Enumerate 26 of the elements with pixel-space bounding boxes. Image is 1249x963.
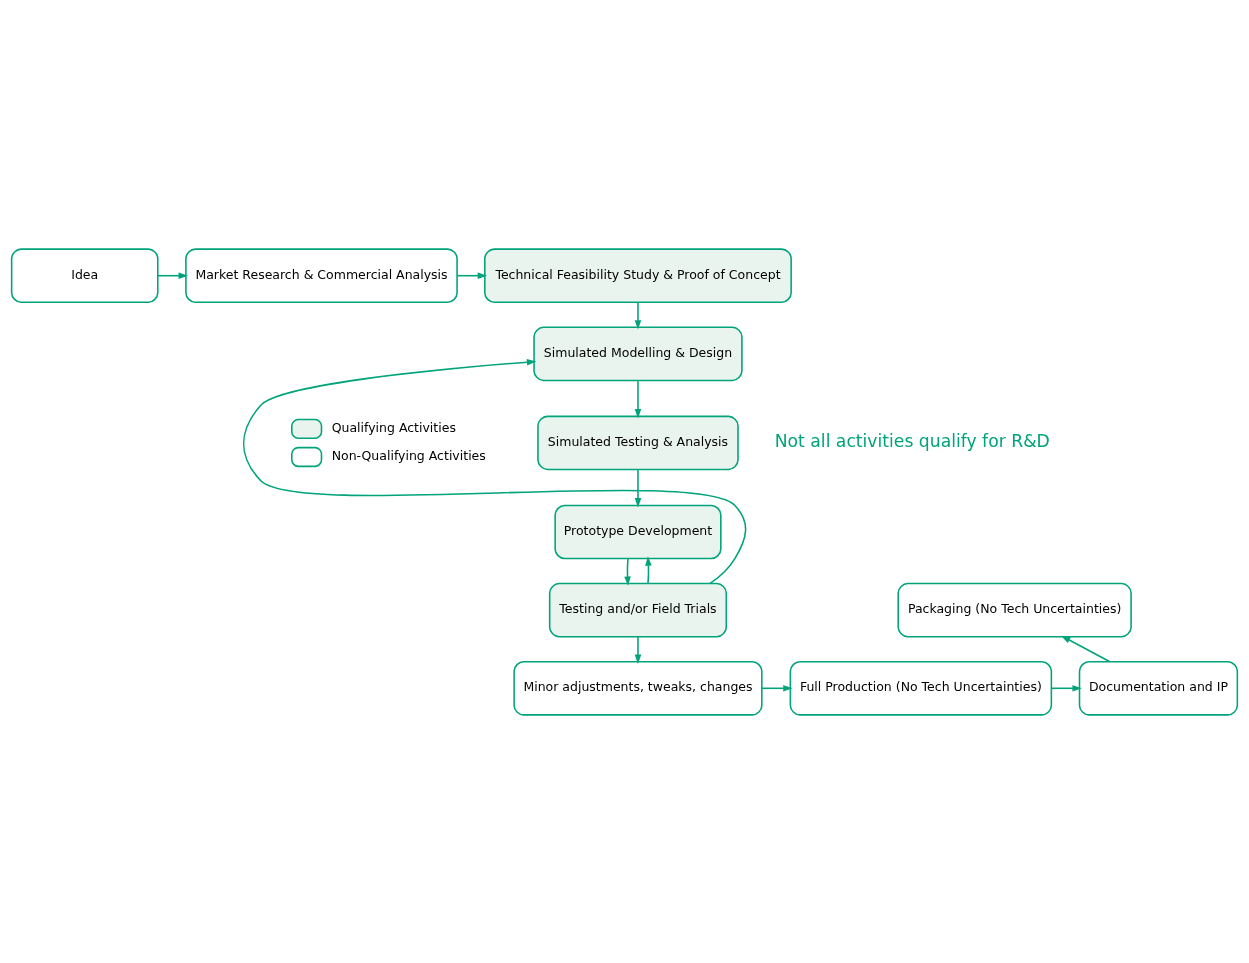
arrow <box>242 358 747 584</box>
arrow <box>456 271 488 279</box>
node-box: Packaging (No Tech Uncertainties) <box>897 582 1132 637</box>
node-box: Minor adjustments, tweaks, changes <box>513 660 763 716</box>
node-box: Prototype Development <box>554 504 722 559</box>
arrow <box>634 468 642 507</box>
arrow <box>1061 635 1111 662</box>
node-box: Testing and/or Field Trials <box>548 582 728 637</box>
arrow <box>634 635 642 664</box>
label: Not all activities qualify for R&D <box>774 430 1050 451</box>
legend-label: Qualifying Activities <box>331 419 456 435</box>
arrow <box>634 379 642 418</box>
arrow <box>634 301 642 329</box>
arrow <box>645 555 652 584</box>
node-box: Idea <box>10 247 159 303</box>
node-box: Simulated Modelling & Design <box>533 326 743 381</box>
arrow <box>1050 684 1082 692</box>
node-box: Simulated Testing & Analysis <box>537 415 739 470</box>
arrow <box>624 557 631 586</box>
node-box: Documentation and IP <box>1078 660 1239 716</box>
legend-label: Non-Qualifying Activities <box>331 447 486 463</box>
node-box: Full Production (No Tech Uncertainties) <box>789 660 1053 716</box>
node-box: Market Research & Commercial Analysis <box>185 247 458 303</box>
node-box: Technical Feasibility Study & Proof of Concept <box>484 247 792 303</box>
arrow <box>761 684 793 692</box>
arrow <box>157 271 188 279</box>
